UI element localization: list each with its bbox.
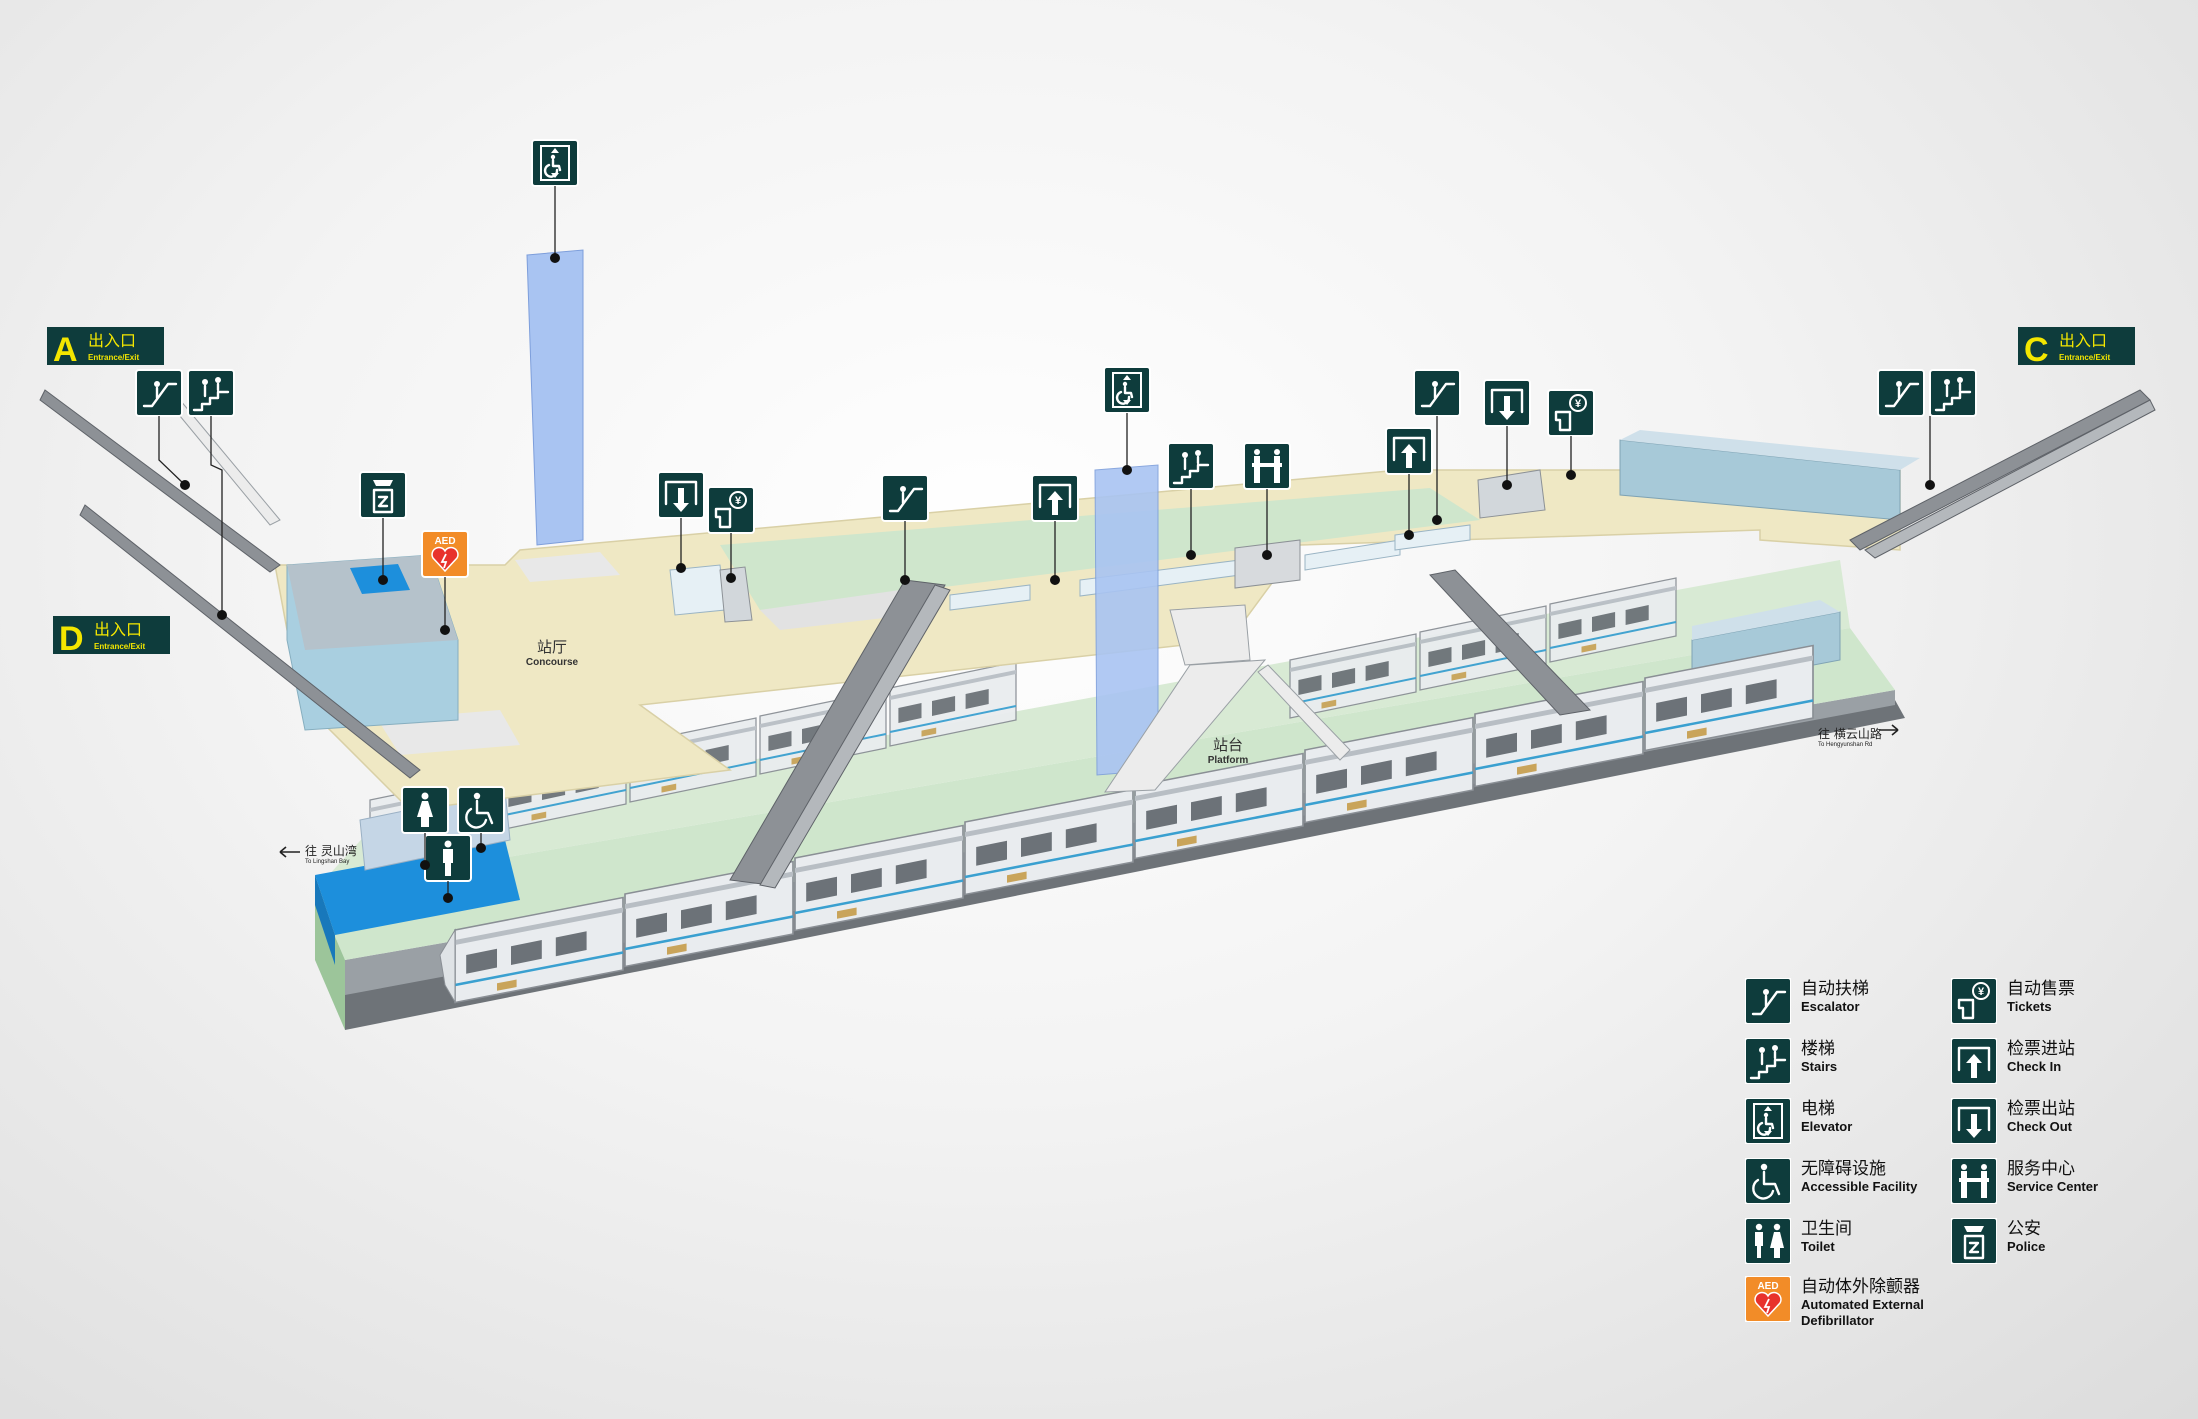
exit-d-sign[interactable]: D 出入口 Entrance/Exit (53, 616, 170, 658)
stairs-icon (1745, 1038, 1791, 1084)
check-in-icon (1384, 426, 1434, 476)
platform-label: 站台 (1213, 736, 1243, 754)
accessible-icon (1745, 1158, 1791, 1204)
svg-text:C: C (2024, 331, 2049, 369)
svg-text:To Lingshan Bay: To Lingshan Bay (305, 859, 349, 865)
concourse-label-en: Concourse (526, 657, 579, 668)
escalator-icon (134, 368, 184, 418)
escalator-icon (1745, 978, 1791, 1024)
svg-text:D: D (59, 620, 84, 658)
aed-icon (1745, 1276, 1791, 1322)
toilet-icon (424, 834, 472, 882)
ticket-machine-icon (1546, 388, 1596, 438)
svg-text:Entrance/Exit: Entrance/Exit (94, 642, 145, 651)
svg-text:出入口: 出入口 (88, 331, 136, 350)
exit-a-sign[interactable]: A 出入口 Entrance/Exit (47, 327, 164, 369)
check-in-icon (1030, 473, 1080, 523)
map-signs (134, 138, 1978, 903)
escalator-icon (1876, 368, 1926, 418)
stairs-icon (1166, 441, 1216, 491)
accessible-icon (456, 785, 506, 835)
svg-text:Entrance/Exit: Entrance/Exit (2059, 353, 2110, 362)
svg-text:往 横云山路: 往 横云山路 (1818, 726, 1882, 741)
elevator-icon (530, 138, 580, 188)
service-center-icon (1951, 1158, 1997, 1204)
stairs (174, 399, 1351, 793)
aed-icon (421, 530, 469, 578)
svg-text:Entrance/Exit: Entrance/Exit (88, 353, 139, 362)
exit-c-sign[interactable]: C 出入口 Entrance/Exit (2018, 327, 2135, 369)
escalators (39, 389, 2156, 889)
ticket-machine-icon (1951, 978, 1997, 1024)
train-front (439, 644, 1815, 1004)
platform-label-en: Platform (1208, 755, 1249, 766)
check-out-icon (1951, 1098, 1997, 1144)
stairs-icon (1928, 368, 1978, 418)
direction-east: 往 横云山路 To Hengyunshan Rd (1818, 724, 1899, 748)
svg-text:出入口: 出入口 (2059, 331, 2107, 350)
stairs-icon (186, 368, 236, 418)
concourse-label: 站厅 (537, 638, 567, 656)
svg-text:往 灵山湾: 往 灵山湾 (305, 843, 357, 858)
police-icon (358, 470, 408, 520)
police-icon (1951, 1218, 1997, 1264)
toilet-icon (1745, 1218, 1791, 1264)
service-center-icon (1243, 442, 1291, 490)
elevator-icon (1102, 365, 1152, 415)
svg-text:A: A (53, 331, 78, 369)
escalator-icon (1412, 368, 1462, 418)
svg-text:To Hengyunshan Rd: To Hengyunshan Rd (1818, 742, 1872, 748)
check-out-icon (1482, 378, 1532, 428)
direction-west: 往 灵山湾 To Lingshan Bay (279, 843, 357, 865)
elevator-shaft-left (526, 249, 584, 546)
toilet-icon (401, 786, 449, 834)
ticket-machine-icon (706, 485, 756, 535)
svg-text:出入口: 出入口 (94, 620, 142, 639)
check-out-icon (656, 470, 706, 520)
escalator-icon (880, 473, 930, 523)
check-in-icon (1951, 1038, 1997, 1084)
elevator-icon (1745, 1098, 1791, 1144)
